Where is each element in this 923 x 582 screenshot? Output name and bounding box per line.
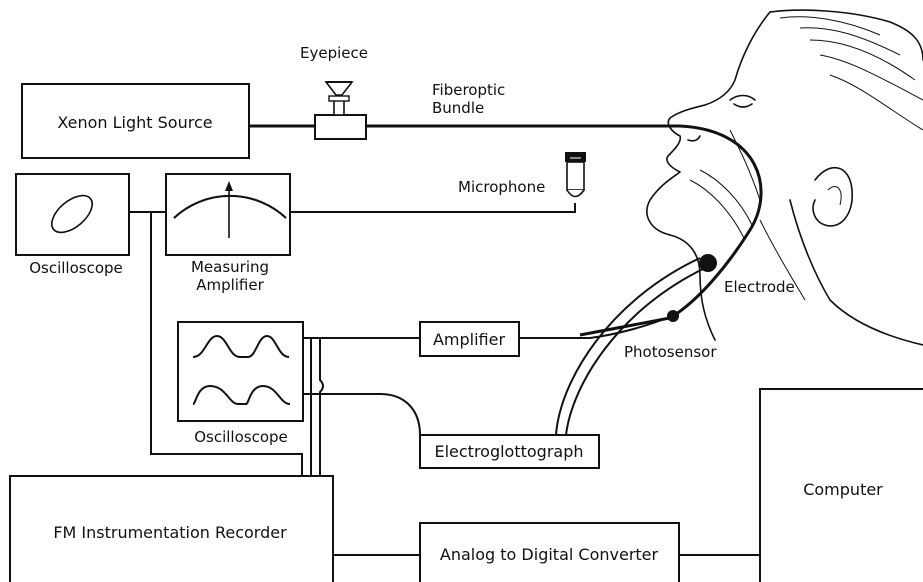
eyepiece xyxy=(314,81,367,140)
fiberoptic-bundle xyxy=(249,124,763,337)
computer-block: Computer xyxy=(759,388,923,582)
waveform-upper xyxy=(192,334,290,358)
waveform-lower xyxy=(192,384,291,405)
xenon-light-source-label: Xenon Light Source xyxy=(57,113,212,132)
photosensor-label: Photosensor xyxy=(624,343,717,361)
oscilloscope-mid-label: Oscilloscope xyxy=(194,428,288,446)
patient-head-illustration xyxy=(646,9,923,346)
connection-wires xyxy=(129,203,760,556)
electrode-label: Electrode xyxy=(724,278,795,296)
fm-recorder-label: FM Instrumentation Recorder xyxy=(53,523,287,542)
fiberoptic-label-line2: Bundle xyxy=(432,99,484,117)
microphone-label: Microphone xyxy=(458,178,545,196)
oscilloscope-mid-block: Oscilloscope xyxy=(177,321,304,446)
amplifier-block: Amplifier xyxy=(419,321,520,357)
eyepiece-label: Eyepiece xyxy=(300,44,368,62)
xenon-light-source-block: Xenon Light Source xyxy=(21,83,250,159)
measuring-amplifier-label-line2: Amplifier xyxy=(196,276,264,294)
fm-recorder-block: FM Instrumentation Recorder xyxy=(9,475,334,582)
fiberoptic-label-line1: Fiberoptic xyxy=(432,81,505,99)
photosensor-sensor xyxy=(667,310,679,322)
electroglottograph-block: Electroglottograph xyxy=(419,434,600,469)
computer-label: Computer xyxy=(803,480,883,499)
amplifier-label: Amplifier xyxy=(433,330,506,349)
measuring-amplifier-label-line1: Measuring xyxy=(191,258,269,276)
electroglottograph-label: Electroglottograph xyxy=(434,442,583,461)
electrode-sensor xyxy=(699,254,717,272)
measuring-amplifier-block: Measuring Amplifier xyxy=(165,173,291,294)
lissajous-trace xyxy=(51,194,93,234)
oscilloscope-top-block: Oscilloscope xyxy=(15,173,130,277)
adc-block: Analog to Digital Converter xyxy=(419,522,680,582)
adc-label: Analog to Digital Converter xyxy=(440,545,659,564)
oscilloscope-top-label: Oscilloscope xyxy=(29,259,123,277)
microphone xyxy=(565,152,586,198)
